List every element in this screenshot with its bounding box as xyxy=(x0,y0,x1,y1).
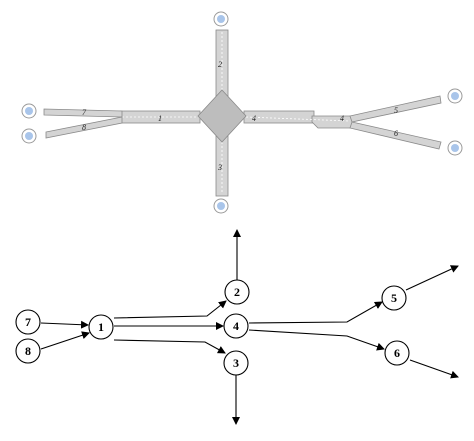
svg-text:2: 2 xyxy=(234,285,240,299)
svg-text:1: 1 xyxy=(98,320,104,334)
zone-marker-west-upper xyxy=(21,103,37,119)
svg-text:6: 6 xyxy=(394,346,400,360)
link-label-5: 5 xyxy=(394,106,398,115)
edge-5-out xyxy=(405,265,459,291)
svg-text:5: 5 xyxy=(391,291,397,305)
graph-node-3: 3 xyxy=(223,350,249,376)
link-label-7: 7 xyxy=(82,108,87,117)
link-graph: 7 8 1 2 4 3 5 6 xyxy=(15,229,459,425)
graph-node-4: 4 xyxy=(223,313,249,339)
svg-text:4: 4 xyxy=(233,319,239,333)
zone-marker-west-lower xyxy=(21,128,37,144)
edge-7-1 xyxy=(40,320,89,329)
link-label-6: 6 xyxy=(394,129,398,138)
link-label-8: 8 xyxy=(82,123,86,132)
road-network xyxy=(43,29,442,197)
link-label-3: 3 xyxy=(217,163,222,172)
road-link-6 xyxy=(349,121,442,150)
zone-marker-north xyxy=(213,11,229,27)
graph-node-7: 7 xyxy=(15,309,41,335)
road-link-4-east xyxy=(311,115,353,129)
edge-4-6 xyxy=(248,329,385,351)
edge-1-3 xyxy=(113,339,226,354)
link-label-4b: 4 xyxy=(340,114,344,123)
zone-marker-south xyxy=(213,198,229,214)
graph-node-2: 2 xyxy=(224,279,250,305)
graph-node-1: 1 xyxy=(88,314,114,340)
edge-1-2 xyxy=(113,300,227,319)
road-link-8 xyxy=(45,116,123,139)
edge-4-5 xyxy=(248,301,383,324)
zone-marker-east-upper xyxy=(447,88,463,104)
zone-marker-east-lower xyxy=(447,140,463,156)
graph-node-6: 6 xyxy=(384,340,410,366)
link-label-4a: 4 xyxy=(252,114,256,123)
graph-node-8: 8 xyxy=(15,338,41,364)
svg-text:8: 8 xyxy=(25,344,31,358)
link-label-1: 1 xyxy=(158,114,162,123)
graph-node-5: 5 xyxy=(381,285,407,311)
edge-6-out xyxy=(409,359,459,379)
link-label-2: 2 xyxy=(218,60,222,69)
zone-markers xyxy=(21,11,463,214)
svg-text:3: 3 xyxy=(233,356,239,370)
svg-text:7: 7 xyxy=(25,315,31,329)
road-link-5 xyxy=(349,95,442,123)
intersection xyxy=(197,89,247,143)
edge-8-1 xyxy=(40,331,90,350)
link-labels: 2 3 1 7 8 4 4 5 6 xyxy=(82,60,398,172)
